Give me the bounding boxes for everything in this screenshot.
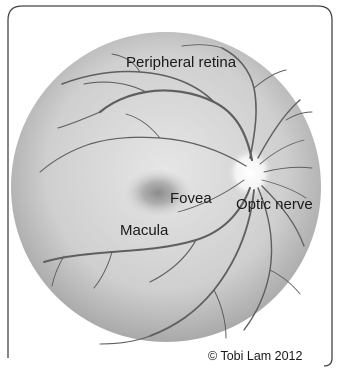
copyright-credit: © Tobi Lam 2012 [208,349,303,363]
label-macula: Macula [120,222,169,239]
label-optic-nerve: Optic nerve [236,196,313,213]
label-peripheral-retina: Peripheral retina [126,54,237,71]
label-fovea: Fovea [170,190,212,207]
